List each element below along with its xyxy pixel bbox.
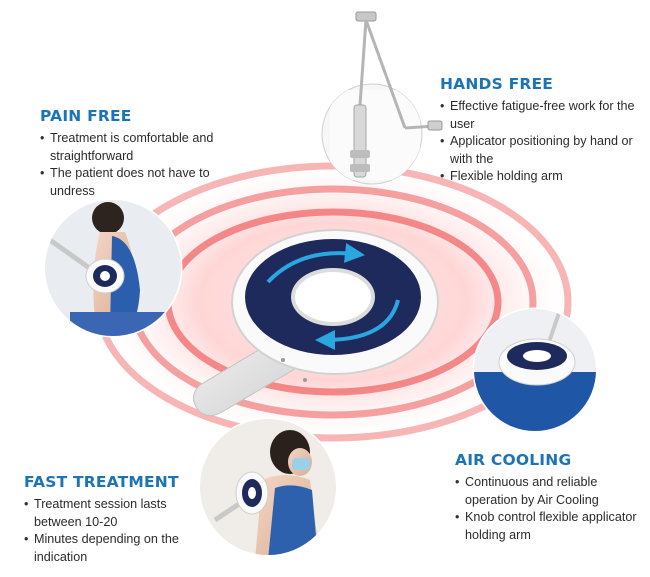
masked-patient-shoulder-treatment-icon (198, 417, 338, 557)
bullet-item: Treatment is comfortable and straightfor… (40, 130, 225, 165)
bullet-item: Treatment session lasts between 10-20 (24, 496, 209, 531)
bullet-item: Applicator positioning by hand or with t… (440, 133, 645, 168)
feature-pain-free: PAIN FREE Treatment is comfortable and s… (40, 107, 225, 200)
feature-bullets: Treatment is comfortable and straightfor… (40, 130, 225, 200)
bullet-item: Minutes depending on the indication (24, 531, 209, 566)
feature-hands-free: HANDS FREE Effective fatigue-free work f… (440, 75, 645, 186)
feature-bullets: Treatment session lasts between 10-20 Mi… (24, 496, 209, 566)
bullet-item: Knob control flexible applicator holding… (455, 509, 645, 544)
magnetic-coil-applicator-icon (193, 229, 439, 416)
feature-air-cooling: AIR COOLING Continuous and reliable oper… (455, 451, 645, 544)
feature-title: AIR COOLING (455, 451, 572, 469)
feature-bullets: Continuous and reliable operation by Air… (455, 474, 645, 544)
bullet-item: Effective fatigue-free work for the user (440, 98, 645, 133)
articulated-holding-arm-icon (321, 11, 443, 185)
feature-fast-treatment: FAST TREATMENT Treatment session lasts b… (24, 473, 209, 566)
feature-title: PAIN FREE (40, 107, 132, 125)
bullet-item: The patient does not have to undress (40, 165, 225, 200)
bullet-item: Continuous and reliable operation by Air… (455, 474, 645, 509)
feature-title: HANDS FREE (440, 75, 554, 93)
seated-patient-back-treatment-icon (43, 198, 183, 338)
feature-bullets: Effective fatigue-free work for the user… (440, 98, 645, 186)
feature-title: FAST TREATMENT (24, 473, 179, 491)
bullet-item: Flexible holding arm (440, 168, 645, 186)
